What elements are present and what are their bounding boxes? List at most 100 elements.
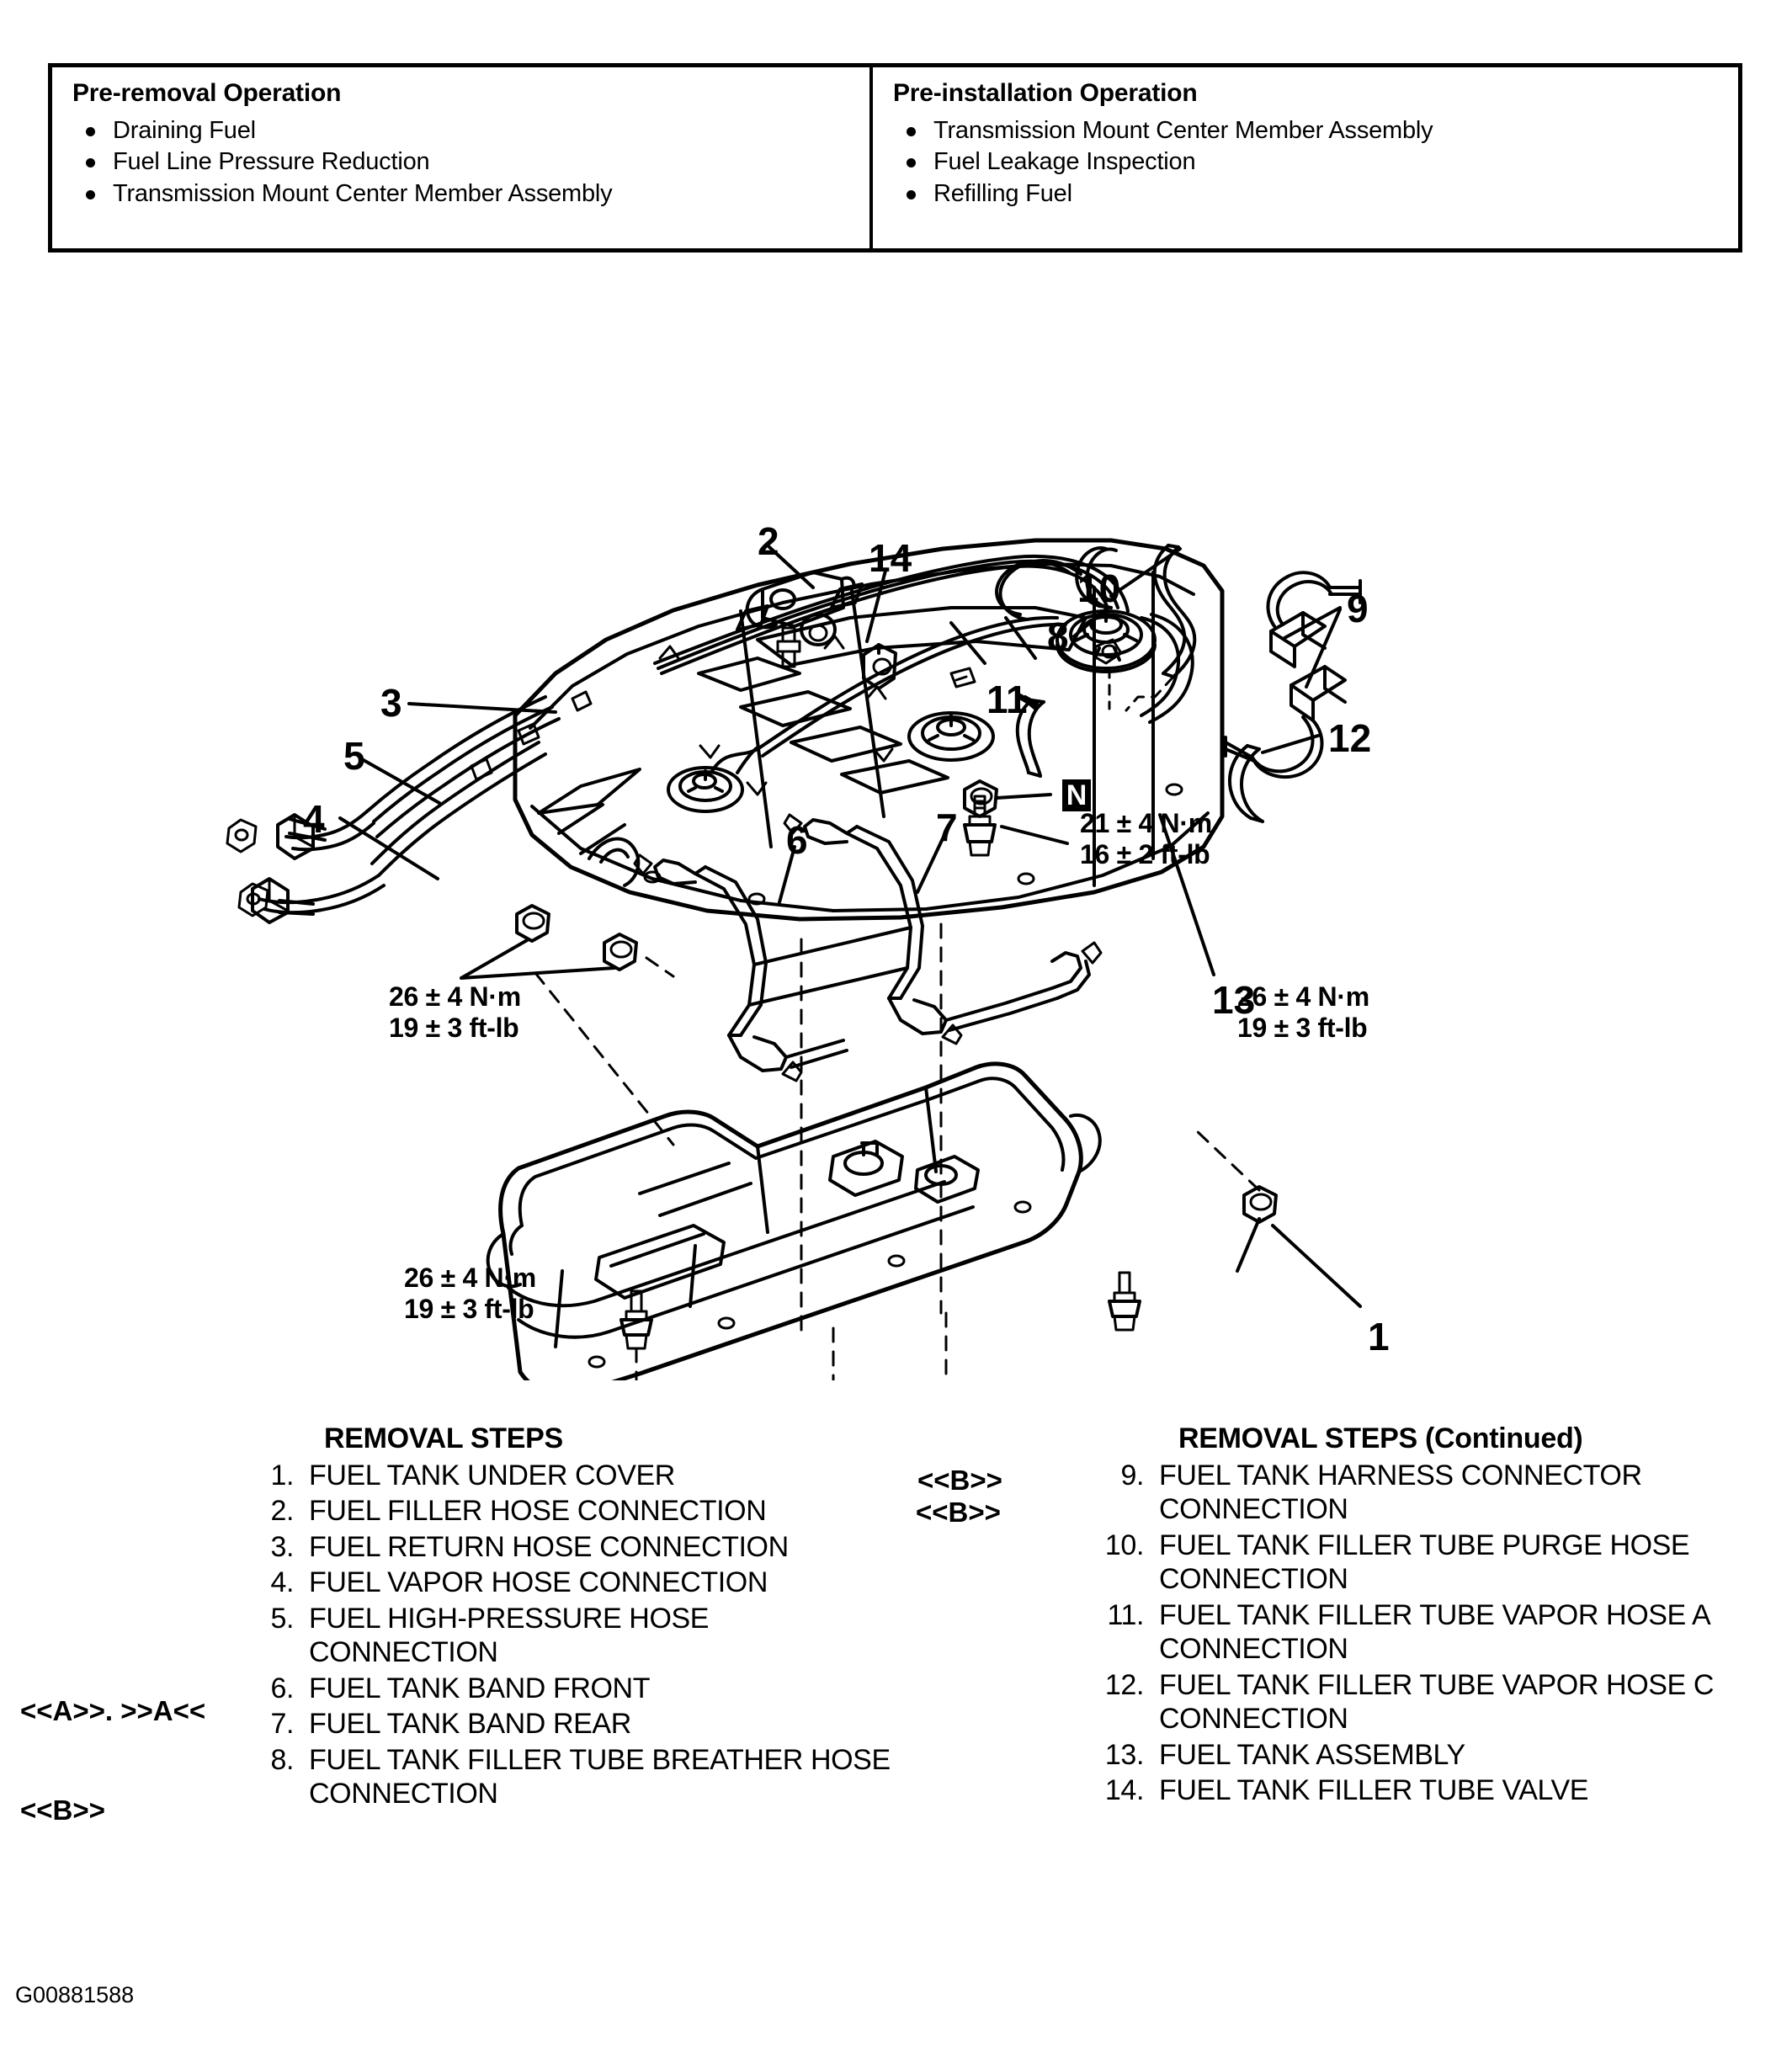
list-item: Transmission Mount Center Member Assembl…	[71, 178, 869, 210]
marker-b-mid: <<B>>	[917, 1465, 1002, 1496]
step-number: 9.	[1120, 1459, 1144, 1491]
step-number: 2.	[270, 1495, 294, 1528]
callout-3: 3	[380, 681, 402, 725]
step-text: FUEL TANK BAND FRONT	[309, 1672, 651, 1704]
list-item: 6. FUEL TANK BAND FRONT	[248, 1672, 892, 1705]
hose-clamp-a	[226, 818, 258, 853]
torque-label: 26 ± 4 N·m 19 ± 3 ft-lb	[1237, 981, 1369, 1045]
removal-steps-continued-heading: REMOVAL STEPS (Continued)	[1178, 1422, 1583, 1454]
step-number: 13.	[1104, 1738, 1144, 1771]
fuel-lines-drawing	[226, 690, 593, 924]
bolt-band	[963, 795, 997, 857]
step-number: 11.	[1107, 1598, 1144, 1631]
marker-b-right: <<B>>	[916, 1497, 1001, 1528]
list-item: 14. FUEL TANK FILLER TUBE VALVE	[1098, 1773, 1792, 1807]
pre-operations-table: Pre-removal Operation Draining Fuel Fuel…	[48, 63, 1742, 253]
list-item: 7. FUEL TANK BAND REAR	[248, 1707, 892, 1741]
callout-6: 6	[786, 818, 808, 862]
list-item: 13. FUEL TANK ASSEMBLY	[1098, 1738, 1792, 1772]
list-item: 5. FUEL HIGH-PRESSURE HOSE CONNECTION	[248, 1602, 892, 1670]
list-item: 10. FUEL TANK FILLER TUBE PURGE HOSE CON…	[1098, 1529, 1792, 1597]
step-number: 6.	[270, 1672, 294, 1704]
torque-label: 21 ± 4 N·m 16 ± 2 ft-lb	[1080, 808, 1212, 871]
removal-steps-left-list: 1. FUEL TANK UNDER COVER 2. FUEL FILLER …	[0, 1459, 892, 1811]
fuel-tank-bands-drawing	[633, 813, 1103, 1082]
pump-flange-mid	[907, 711, 995, 762]
list-item: 11. FUEL TANK FILLER TUBE VAPOR HOSE A C…	[1098, 1598, 1792, 1667]
filler-tube-valve	[862, 643, 897, 690]
list-item: Fuel Line Pressure Reduction	[71, 146, 869, 178]
fuel-filler-hose-drawing	[745, 571, 897, 690]
step-text: FUEL TANK FILLER TUBE PURGE HOSE CONNECT…	[1159, 1529, 1690, 1596]
removal-steps-heading: REMOVAL STEPS	[324, 1422, 563, 1454]
step-number: 3.	[270, 1530, 294, 1563]
torque-leader-lines	[460, 793, 1261, 1273]
callout-11: 11	[986, 678, 1028, 721]
nut-top	[963, 779, 998, 818]
torque-label: 26 ± 4 N·m 19 ± 3 ft-lb	[389, 981, 521, 1045]
callout-7: 7	[936, 806, 958, 849]
step-number: 4.	[270, 1566, 294, 1599]
callout-5: 5	[343, 734, 365, 778]
torque-nm: 26 ± 4 N·m	[404, 1263, 536, 1293]
step-text: FUEL TANK FILLER TUBE VAPOR HOSE A CONNE…	[1159, 1598, 1710, 1666]
step-number: 12.	[1104, 1668, 1144, 1701]
fasteners-drawing	[515, 779, 1278, 1350]
callout-4: 4	[303, 797, 325, 841]
list-item: 4. FUEL VAPOR HOSE CONNECTION	[248, 1566, 892, 1599]
torque-ftlb: 19 ± 3 ft-lb	[404, 1294, 534, 1325]
removal-steps-section: REMOVAL STEPS 1. FUEL TANK UNDER COVER 2…	[0, 1422, 1792, 1944]
step-text: FUEL TANK FILLER TUBE VAPOR HOSE C CONNE…	[1159, 1668, 1715, 1736]
list-item: 1. FUEL TANK UNDER COVER	[248, 1459, 892, 1492]
step-number: 14.	[1104, 1774, 1144, 1807]
pre-installation-title: Pre-installation Operation	[893, 79, 1198, 107]
pre-installation-operation-cell: Pre-installation Operation Transmission …	[873, 67, 1738, 248]
list-item: 2. FUEL FILLER HOSE CONNECTION	[248, 1494, 892, 1528]
list-item: 8. FUEL TANK FILLER TUBE BREATHER HOSE C…	[248, 1743, 892, 1811]
bolt-left-lower	[619, 1289, 653, 1350]
step-text: FUEL HIGH-PRESSURE HOSE CONNECTION	[309, 1602, 710, 1669]
callout-14: 14	[869, 536, 912, 580]
fuel-tank-under-cover-drawing	[486, 1061, 1102, 1380]
nut-n-badge: N	[1062, 779, 1091, 811]
step-text: FUEL TANK UNDER COVER	[309, 1459, 675, 1491]
step-text: FUEL TANK BAND REAR	[309, 1708, 631, 1741]
torque-nm: 26 ± 4 N·m	[389, 981, 521, 1012]
torque-ftlb: 19 ± 3 ft-lb	[389, 1013, 519, 1044]
step-number: 10.	[1104, 1529, 1144, 1561]
bolt-right-lower	[1108, 1271, 1141, 1332]
marker-a-pair: <<A>>. >>A<<	[20, 1695, 206, 1726]
removal-steps-right-list: 9. FUEL TANK HARNESS CONNECTOR CONNECTIO…	[909, 1459, 1792, 1808]
step-text: FUEL RETURN HOSE CONNECTION	[309, 1530, 789, 1563]
step-text: FUEL VAPOR HOSE CONNECTION	[309, 1566, 768, 1599]
list-item: Transmission Mount Center Member Assembl…	[891, 115, 1738, 146]
callout-13: 13	[1212, 978, 1256, 1022]
callout-10: 10	[1077, 566, 1121, 610]
pre-installation-list: Transmission Mount Center Member Assembl…	[891, 115, 1738, 210]
torque-label: 26 ± 4 N·m 19 ± 3 ft-lb	[404, 1263, 536, 1326]
list-item: Refilling Fuel	[891, 178, 1738, 210]
torque-nm: 26 ± 4 N·m	[1237, 981, 1369, 1012]
torque-nm: 21 ± 4 N·m	[1080, 808, 1212, 838]
step-text: FUEL FILLER HOSE CONNECTION	[309, 1495, 767, 1528]
step-text: FUEL TANK ASSEMBLY	[1159, 1738, 1465, 1771]
marker-b-left: <<B>>	[20, 1794, 105, 1826]
callout-2: 2	[758, 519, 779, 563]
step-text: FUEL TANK FILLER TUBE VALVE	[1159, 1774, 1589, 1807]
list-item: Draining Fuel	[71, 115, 869, 146]
hose-clamp-b	[237, 882, 269, 917]
list-item: 3. FUEL RETURN HOSE CONNECTION	[248, 1530, 892, 1564]
pre-removal-title: Pre-removal Operation	[72, 79, 342, 107]
removal-steps-right-column: REMOVAL STEPS (Continued) 9. FUEL TANK H…	[909, 1422, 1792, 1808]
pre-removal-list: Draining Fuel Fuel Line Pressure Reducti…	[71, 115, 869, 210]
step-text: FUEL TANK FILLER TUBE BREATHER HOSE CONN…	[309, 1743, 891, 1810]
vapor-purge-hoses-drawing	[1015, 544, 1264, 823]
fuel-tank-exploded-diagram	[0, 278, 1792, 1380]
list-item: Fuel Leakage Inspection	[891, 146, 1738, 178]
nut-left-1	[515, 904, 550, 943]
callout-8: 8	[1047, 614, 1069, 658]
pump-flange-left	[667, 766, 744, 813]
list-item: 12. FUEL TANK FILLER TUBE VAPOR HOSE C C…	[1098, 1668, 1792, 1736]
callout-12: 12	[1328, 716, 1372, 760]
removal-steps-left-column: REMOVAL STEPS 1. FUEL TANK UNDER COVER 2…	[0, 1422, 892, 1811]
